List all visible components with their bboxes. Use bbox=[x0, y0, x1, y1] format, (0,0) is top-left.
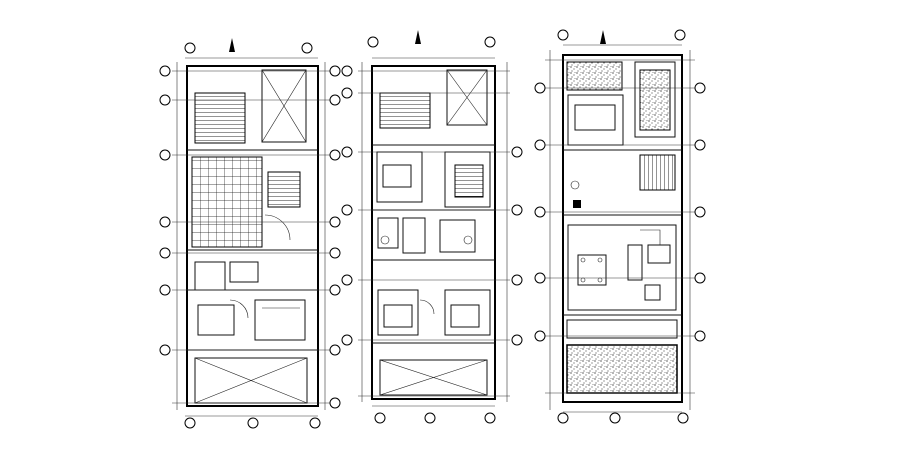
grid-bubble bbox=[159, 284, 171, 296]
grid-bubble bbox=[511, 204, 523, 216]
grid-bubble bbox=[511, 274, 523, 286]
grid-bubble bbox=[374, 412, 386, 424]
plan-right bbox=[545, 44, 695, 413]
north-arrow-right bbox=[600, 30, 606, 44]
grid-bubble bbox=[674, 29, 686, 41]
grid-bubble bbox=[301, 42, 313, 54]
grid-bubble bbox=[677, 412, 689, 424]
grid-bubble bbox=[329, 284, 341, 296]
grid-bubble bbox=[694, 139, 706, 151]
grid-bubble bbox=[609, 412, 621, 424]
grid-bubble bbox=[184, 42, 196, 54]
grid-bubble bbox=[329, 344, 341, 356]
grid-bubble bbox=[159, 247, 171, 259]
grid-bubble bbox=[694, 82, 706, 94]
grid-bubble bbox=[341, 146, 353, 158]
plan-middle bbox=[358, 57, 510, 407]
grid-bubble bbox=[694, 272, 706, 284]
grid-bubble bbox=[534, 272, 546, 284]
grid-bubble bbox=[694, 330, 706, 342]
grid-bubble bbox=[484, 412, 496, 424]
grid-bubble bbox=[534, 139, 546, 151]
grid-bubble bbox=[511, 146, 523, 158]
grid-bubble bbox=[184, 417, 196, 429]
grid-bubble bbox=[557, 29, 569, 41]
grid-bubble bbox=[329, 65, 341, 77]
grid-bubbles bbox=[159, 29, 706, 429]
grid-bubble bbox=[159, 344, 171, 356]
grid-bubble bbox=[329, 149, 341, 161]
grid-bubble bbox=[329, 216, 341, 228]
grid-bubble bbox=[557, 412, 569, 424]
grid-bubble bbox=[367, 36, 379, 48]
grid-bubble bbox=[341, 204, 353, 216]
grid-bubble bbox=[247, 417, 259, 429]
grid-bubble bbox=[341, 87, 353, 99]
grid-bubble bbox=[424, 412, 436, 424]
grid-bubble bbox=[329, 397, 341, 409]
grid-bubble bbox=[329, 94, 341, 106]
grid-bubble bbox=[511, 334, 523, 346]
grid-bubble bbox=[159, 216, 171, 228]
grid-bubble bbox=[309, 417, 321, 429]
grid-bubble bbox=[159, 149, 171, 161]
grid-bubble bbox=[159, 65, 171, 77]
grid-bubble bbox=[534, 82, 546, 94]
north-arrow-left bbox=[229, 38, 235, 52]
grid-bubble bbox=[694, 206, 706, 218]
grid-bubble bbox=[341, 65, 353, 77]
grid-bubble bbox=[341, 334, 353, 346]
grid-bubble bbox=[534, 330, 546, 342]
grid-bubble bbox=[534, 206, 546, 218]
north-arrow-middle bbox=[415, 30, 421, 44]
grid-bubble bbox=[159, 94, 171, 106]
plan-left bbox=[172, 57, 332, 417]
grid-bubble bbox=[329, 247, 341, 259]
grid-bubble bbox=[341, 274, 353, 286]
grid-bubble bbox=[484, 36, 496, 48]
